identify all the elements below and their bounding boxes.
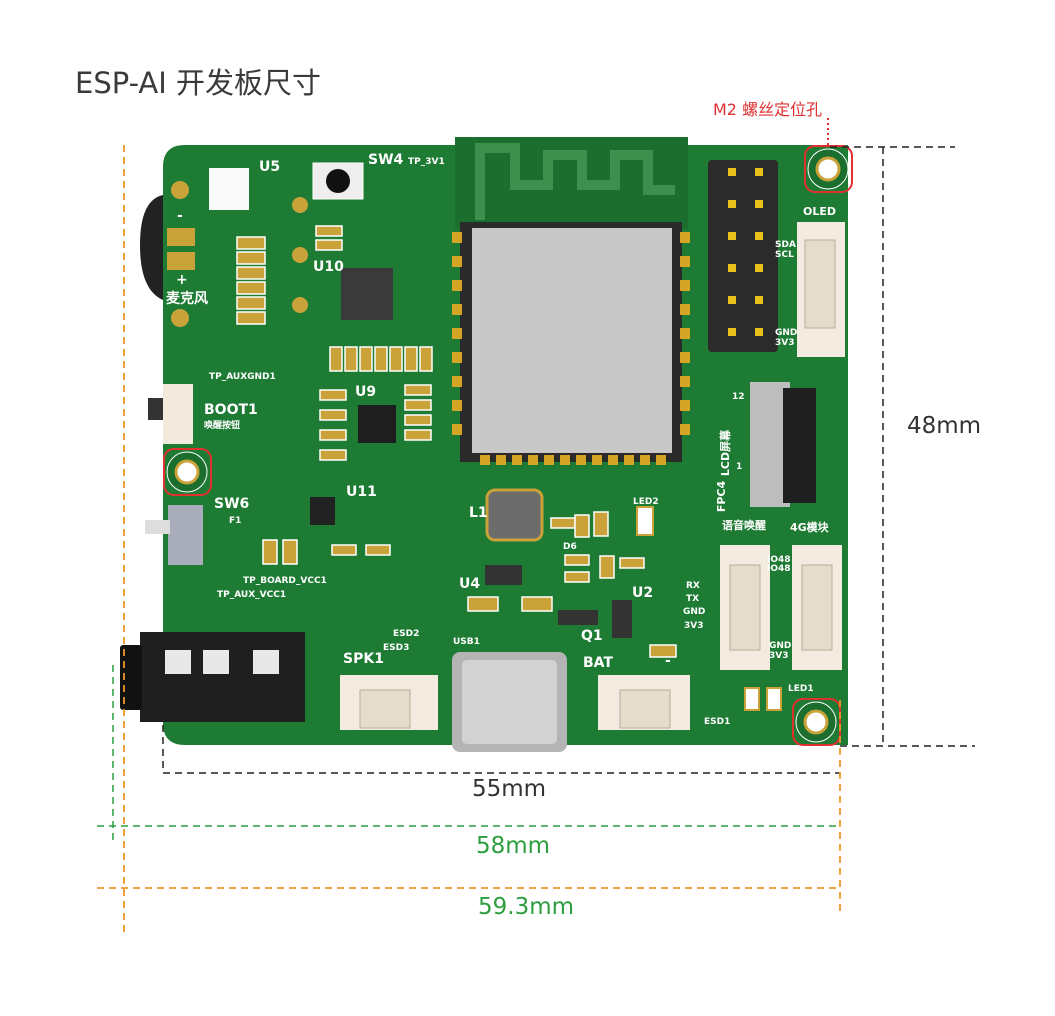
label-u9: U9 [355,384,377,400]
label-3v3-oled: 3V3 [775,338,795,348]
label-fpc-pin1: 1 [736,462,743,472]
hole-annotation: M2 螺丝定位孔 [713,100,823,119]
label-f1: F1 [229,516,242,526]
label-io48-b: IO48 [767,564,791,574]
label-tx: TX [686,594,700,604]
boot1-switch [163,384,193,444]
pin-header [708,160,778,352]
label-bat-minus: - [665,653,671,669]
label-u10: U10 [313,259,344,275]
label-rx: RX [686,581,700,591]
label-esd1: ESD1 [704,717,731,727]
label-led1: LED1 [788,684,814,694]
led1-b [766,687,782,711]
q1-chip [558,610,598,625]
label-gnd-oled: GND [775,328,798,338]
passive-components [236,225,677,658]
label-oled: OLED [803,205,837,218]
antenna-trace [475,143,675,220]
page-title: ESP-AI 开发板尺寸 [75,66,322,100]
esp32-pads [452,232,690,465]
label-scl: SCL [775,250,794,260]
label-u4: U4 [459,576,481,592]
label-led2: LED2 [633,497,659,507]
audio-jack [140,632,305,722]
label-boot1: BOOT1 [204,402,258,418]
u9-chip [358,405,396,443]
label-u11: U11 [346,484,377,500]
label-esd3: ESD3 [383,643,410,653]
u5-sensor [209,168,249,210]
label-gnd-uart: GND [683,607,706,617]
label-tp-3v1: TP_3V1 [408,157,445,167]
label-wake-button: 唤醒按钮 [204,421,241,431]
label-l1: L1 [469,505,488,521]
label-sw6: SW6 [214,496,250,512]
label-gnd-4g: GND [769,641,792,651]
u11-chip [310,497,335,525]
label-mic: 麦克风 [166,291,208,307]
label-tp-aux-vcc1: TP_AUX_VCC1 [217,590,287,600]
label-mic-minus: - [177,208,183,224]
board-width-label: 55mm [472,776,547,802]
label-sda: SDA [775,240,796,250]
l1-inductor [485,488,544,542]
label-3v3-uart: 3V3 [684,621,704,631]
label-sw4: SW4 [368,152,404,168]
label-spk1: SPK1 [343,651,384,667]
label-esd2: ESD2 [393,629,420,639]
label-usb1: USB1 [453,637,480,647]
label-bat: BAT [583,655,613,671]
label-mic-plus: + [176,272,188,288]
mounting-hole-top-right [804,145,853,193]
label-d6: D6 [563,542,577,552]
label-io48-a: IO48 [767,555,791,565]
led2 [636,506,654,536]
esp32-shield [472,228,672,453]
sw6-switch [168,505,203,565]
label-fpc4: FPC4 [715,480,729,513]
overall-width-label: 59.3mm [478,894,575,920]
u10-chip [341,268,393,320]
label-tp-board-vcc1: TP_BOARD_VCC1 [243,576,327,586]
label-3v3-4g: 3V3 [769,651,789,661]
mic-connector [140,195,163,300]
label-fpc-pin12: 12 [732,392,745,402]
label-lcd: LCD屏幕 [719,429,733,477]
dimension-lines-green [97,665,840,840]
label-q1: Q1 [581,628,603,644]
label-tp-auxgnd1: TP_AUXGND1 [209,372,276,382]
u4-chip [485,565,522,585]
height-dimension-label: 48mm [907,413,982,439]
dimension-lines-orange [97,145,841,932]
dimension-lines-black [162,146,975,774]
mounting-hole-left [163,448,212,496]
label-u2: U2 [632,585,654,601]
label-4g-module: 4G模块 [790,521,829,534]
led1-a [744,687,760,711]
u2-chip [612,600,632,638]
label-u5: U5 [259,159,281,175]
width-with-jack-label: 58mm [476,833,551,859]
mounting-hole-bottom-right [792,698,841,746]
label-voice-wake: 语音唤醒 [722,519,766,532]
